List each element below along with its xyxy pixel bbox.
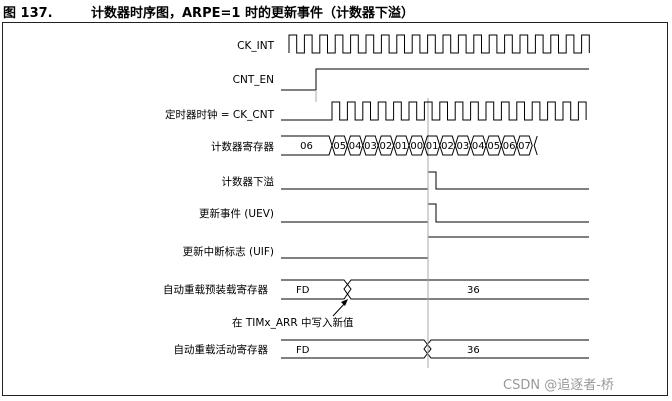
figure-title: 图 137. 计数器时序图，ARPE=1 时的更新事件（计数器下溢）	[3, 2, 414, 21]
counter-value: 01	[426, 141, 439, 152]
preload-value-old: FD	[296, 285, 310, 296]
counter-value: 01	[395, 141, 408, 152]
counter-value: 06	[503, 141, 516, 152]
counter-value: 06	[300, 141, 313, 152]
wave-ck-int	[288, 34, 590, 54]
counter-value: 04	[472, 141, 485, 152]
label-counter-register: 计数器寄存器	[211, 140, 274, 153]
counter-value: 05	[487, 141, 500, 152]
figure-number: 图 137.	[3, 6, 53, 21]
label-ck-cnt: 定时器时钟 = CK_CNT	[165, 108, 275, 121]
wave-uev	[281, 203, 589, 223]
counter-value: 07	[518, 141, 531, 152]
counter-cell-outline	[516, 135, 533, 156]
ck-cnt-trace	[281, 101, 587, 121]
counter-value: 00	[410, 141, 423, 152]
preload-value-new: 36	[467, 285, 480, 296]
label-uif: 更新中断标志 (UIF)	[183, 245, 274, 258]
wave-underflow	[281, 171, 589, 190]
wave-cnt-en	[281, 68, 589, 91]
label-cnt-en: CNT_EN	[233, 74, 274, 86]
annotation-write-arr: 在 TIMx_ARR 中写入新值	[232, 316, 354, 329]
counter-value: 04	[349, 141, 362, 152]
counter-value: 02	[380, 141, 393, 152]
preload-register-bus: FD 36	[281, 279, 589, 300]
counter-value: 02	[441, 141, 454, 152]
counter-value: 03	[364, 141, 377, 152]
diagram-frame	[2, 22, 668, 396]
figure-caption: 计数器时序图，ARPE=1 时的更新事件（计数器下溢）	[91, 6, 414, 21]
label-underflow: 计数器下溢	[222, 175, 275, 188]
shadow-value-new: 36	[467, 345, 480, 356]
counter-bus-tail	[533, 135, 538, 156]
wave-ck-cnt	[281, 101, 587, 121]
shadow-value-old: FD	[296, 345, 310, 356]
label-uev: 更新事件 (UEV)	[199, 207, 274, 220]
counter-value: 03	[457, 141, 470, 152]
label-preload-register: 自动重载预装载寄存器	[163, 283, 268, 296]
shadow-register-bus: FD 36	[281, 339, 589, 359]
ck-int-trace	[288, 34, 590, 54]
annotation-arrow-head	[341, 299, 348, 306]
counter-value: 05	[333, 141, 346, 152]
label-ck-int: CK_INT	[237, 40, 274, 52]
wave-uif	[281, 236, 589, 259]
watermark: CSDN @追逐者-桥	[503, 377, 614, 393]
label-shadow-register: 自动重载活动寄存器	[174, 343, 269, 356]
